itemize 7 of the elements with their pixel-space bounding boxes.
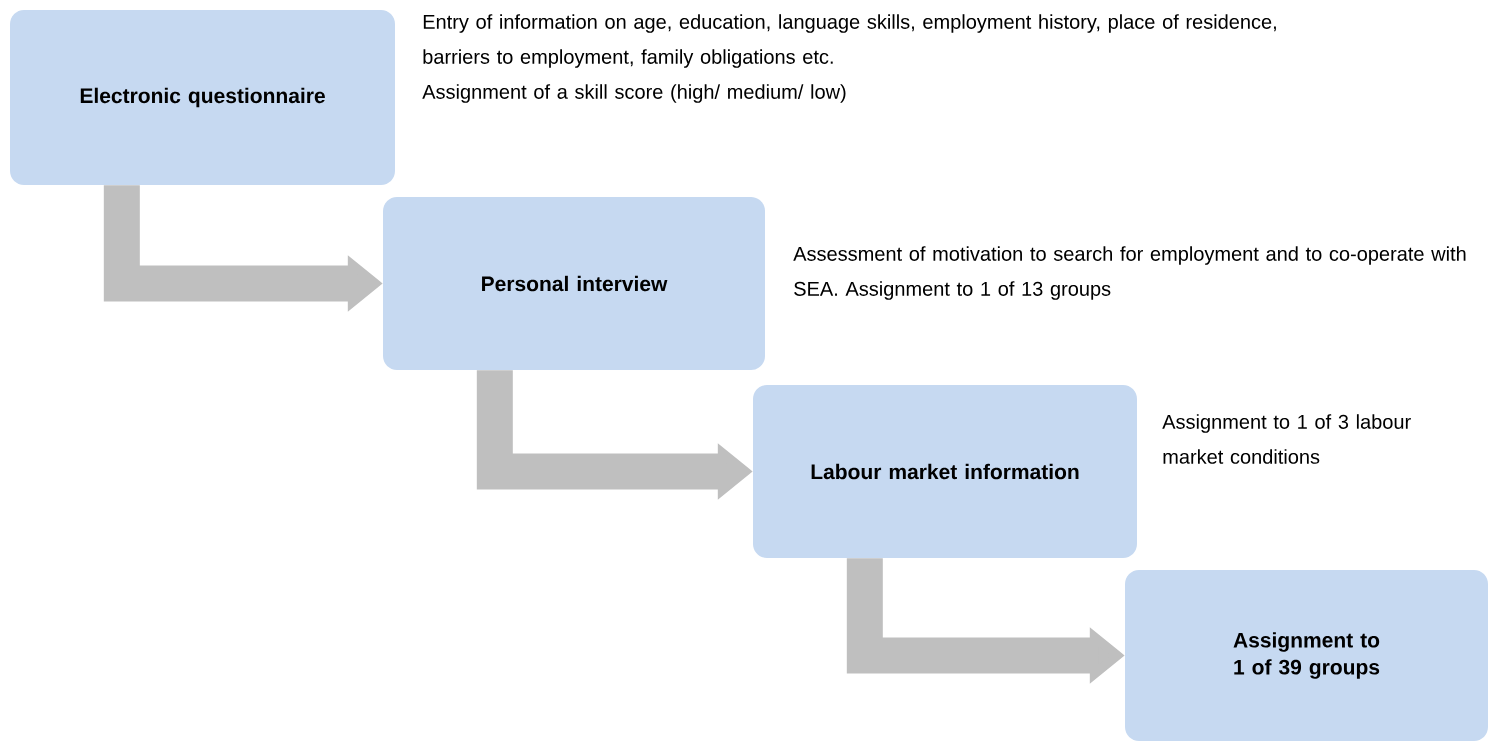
process-box: Electronic questionnaire: [10, 10, 395, 185]
description-text: Assignment to 1 of 3 labour market conditions: [1162, 414, 1411, 464]
process-box: Labour market information: [753, 385, 1137, 558]
description-text: Assessment of motivation to search for employment and to co-operate with SEA. Assignment to 1 of 13 groups: [793, 246, 1466, 300]
process-box: Assignment to 1 of 39 groups: [1125, 570, 1488, 741]
description-text: Entry of information on age, education, language skills, employment history, place of residence, barriers to employment, family obligations etc. Assignment of a skill score (high/ medium/ low): [422, 14, 1276, 103]
process-box: Personal interview: [383, 197, 765, 370]
